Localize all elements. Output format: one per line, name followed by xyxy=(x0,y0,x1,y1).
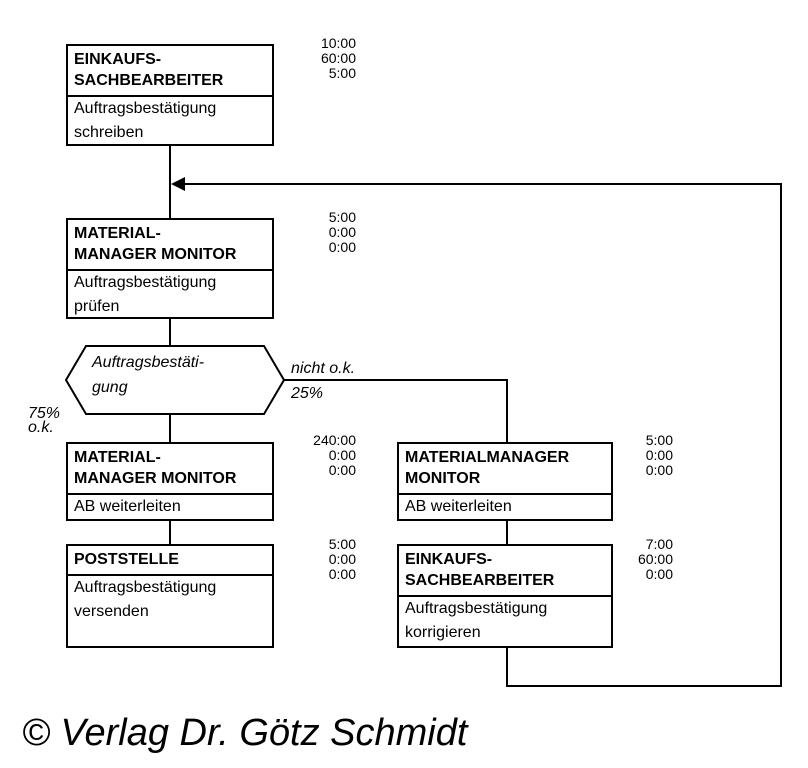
connector-not-ok xyxy=(284,379,508,442)
role-label: EINKAUFS- SACHBEARBEITER xyxy=(399,546,611,597)
time-values: 7:00 60:00 0:00 xyxy=(637,536,673,582)
decision-text: Auftragsbestäti- gung xyxy=(92,354,205,396)
task-label: AB weiterleiten xyxy=(74,498,181,515)
copyright-notice: © Verlag Dr. Götz Schmidt xyxy=(22,712,468,754)
activity-box: POSTSTELLE Auftragsbestätigung versenden xyxy=(66,544,274,648)
role-label: MATERIAL- MANAGER MONITOR xyxy=(68,444,272,495)
time-values: 240:00 0:00 0:00 xyxy=(313,432,356,478)
task-label: Auftragsbestätigung korrigieren xyxy=(405,600,548,641)
activity-box: EINKAUFS- SACHBEARBEITER Auftragsbestäti… xyxy=(66,44,274,146)
role-label: MATERIALMANAGER MONITOR xyxy=(399,444,611,495)
task-label: Auftragsbestätigung schreiben xyxy=(74,100,217,141)
loop-back-connector xyxy=(184,183,782,687)
activity-box: MATERIAL- MANAGER MONITOR Auftragsbestät… xyxy=(66,218,274,319)
role-label: EINKAUFS- SACHBEARBEITER xyxy=(68,46,272,97)
task-label: Auftragsbestätigung versenden xyxy=(74,579,217,620)
ok-label: 75% o.k. xyxy=(28,405,61,436)
arrow-head-icon xyxy=(171,177,185,191)
time-values: 5:00 0:00 0:00 xyxy=(328,536,356,582)
time-values: 10:00 60:00 5:00 xyxy=(320,35,356,81)
activity-box: MATERIALMANAGER MONITOR AB weiterleiten xyxy=(397,442,613,521)
role-label: POSTSTELLE xyxy=(68,546,272,576)
task-label: Auftragsbestätigung prüfen xyxy=(74,274,217,315)
time-values: 5:00 0:00 0:00 xyxy=(328,209,356,255)
not-ok-label: nicht o.k. xyxy=(291,360,356,377)
activity-box: EINKAUFS- SACHBEARBEITER Auftragsbestäti… xyxy=(397,544,613,648)
role-label: MATERIAL- MANAGER MONITOR xyxy=(68,220,272,271)
task-label: AB weiterleiten xyxy=(405,498,512,515)
activity-box: MATERIAL- MANAGER MONITOR AB weiterleite… xyxy=(66,442,274,521)
time-values: 5:00 0:00 0:00 xyxy=(645,432,673,478)
not-ok-percent: 25% xyxy=(291,385,324,402)
decision-hexagon xyxy=(64,345,286,415)
